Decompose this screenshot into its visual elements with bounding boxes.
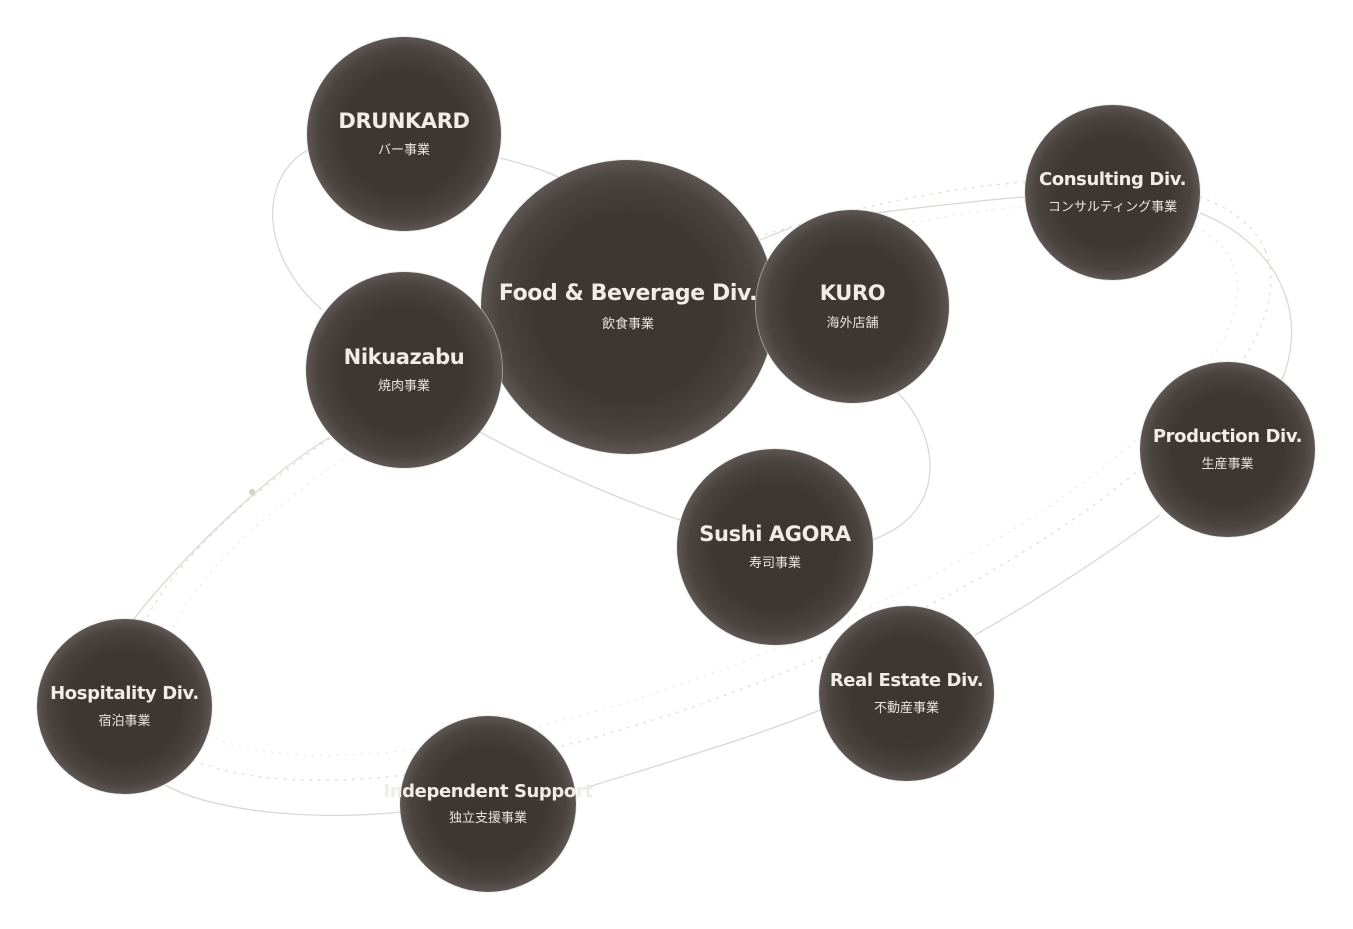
- node-nikuazabu[interactable]: Nikuazabu 焼肉事業: [306, 272, 502, 468]
- node-sushi-agora[interactable]: Sushi AGORA 寿司事業: [677, 449, 873, 645]
- node-hospitality-subtitle: 宿泊事業: [98, 713, 151, 729]
- node-nikuazabu-subtitle: 焼肉事業: [377, 379, 430, 395]
- node-nikuazabu-title: Nikuazabu: [343, 344, 465, 369]
- node-kuro-subtitle: 海外店舗: [826, 315, 879, 331]
- node-production-title: Production Div.: [1152, 426, 1303, 448]
- node-real-estate[interactable]: Real Estate Div. 不動産事業: [819, 606, 994, 781]
- node-sushi-agora-title: Sushi AGORA: [699, 521, 851, 546]
- node-consulting[interactable]: Consulting Div. コンサルティング事業: [1025, 105, 1200, 280]
- nikuazabu-sushi-link: [479, 431, 681, 521]
- node-kuro-title: KURO: [819, 281, 886, 306]
- node-drunkard[interactable]: DRUNKARD バー事業: [307, 37, 501, 231]
- node-hospitality[interactable]: Hospitality Div. 宿泊事業: [37, 619, 212, 794]
- node-consulting-subtitle: コンサルティング事業: [1047, 199, 1178, 215]
- outer-solid-orbit: [132, 196, 1293, 817]
- node-independent-support[interactable]: Independent Support 独立支援事業: [383, 716, 593, 892]
- node-food-beverage[interactable]: Food & Beverage Div. 飲食事業: [481, 160, 775, 454]
- node-drunkard-subtitle: バー事業: [377, 143, 430, 159]
- node-real-estate-subtitle: 不動産事業: [873, 700, 939, 716]
- node-hospitality-title: Hospitality Div.: [50, 683, 199, 705]
- drunkard-orbit: [271, 149, 561, 311]
- node-independent-support-title: Independent Support: [383, 780, 593, 802]
- node-food-beverage-title: Food & Beverage Div.: [498, 281, 758, 307]
- node-consulting-title: Consulting Div.: [1038, 169, 1187, 191]
- kuro-sushi-link: [871, 392, 931, 541]
- node-independent-support-subtitle: 独立支援事業: [448, 811, 527, 827]
- node-drunkard-title: DRUNKARD: [338, 108, 470, 133]
- node-production[interactable]: Production Div. 生産事業: [1140, 362, 1315, 537]
- node-kuro[interactable]: KURO 海外店舗: [756, 210, 949, 403]
- food-kuro-link: [759, 227, 791, 241]
- node-sushi-agora-subtitle: 寿司事業: [748, 556, 801, 572]
- orbit-marker-dot: [248, 488, 256, 496]
- node-production-subtitle: 生産事業: [1201, 456, 1254, 472]
- node-food-beverage-subtitle: 飲食事業: [601, 316, 654, 332]
- node-real-estate-title: Real Estate Div.: [829, 670, 984, 692]
